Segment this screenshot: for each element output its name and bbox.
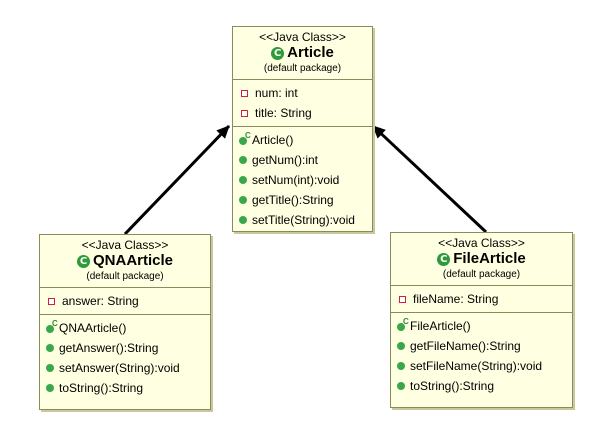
method-row[interactable]: toString():String — [391, 376, 572, 396]
method-label: setNum(int):void — [252, 173, 340, 187]
method-row[interactable]: setFileName(String):void — [391, 356, 572, 376]
stereotype-label: <<Java Class>> — [259, 30, 346, 44]
constructor-icon: C — [397, 317, 409, 332]
method-label: toString():String — [410, 379, 495, 393]
constructor-label: FileArticle() — [410, 319, 471, 333]
class-filearticle[interactable]: <<Java Class>> C FileArticle (default pa… — [390, 232, 573, 408]
method-row[interactable]: toString():String — [40, 378, 210, 398]
method-row[interactable]: getFileName():String — [391, 336, 572, 356]
stereotype-label: <<Java Class>> — [81, 238, 169, 252]
constructor-icon: C — [239, 131, 251, 146]
method-row[interactable]: getAnswer():String — [40, 338, 210, 358]
public-method-icon — [46, 364, 54, 372]
public-method-icon — [397, 342, 405, 350]
attribute-label: fileName: String — [413, 292, 499, 306]
class-c-icon: C — [271, 46, 285, 60]
class-c-icon: C — [76, 254, 90, 268]
stereotype-label: <<Java Class>> — [438, 236, 525, 250]
attributes-section: num: int title: String — [233, 80, 372, 126]
private-field-icon — [241, 89, 248, 97]
class-article[interactable]: <<Java Class>> C Article (default packag… — [232, 26, 373, 232]
private-field-icon — [399, 295, 406, 303]
method-row[interactable]: setAnswer(String):void — [40, 358, 210, 378]
attribute-label: num: int — [255, 86, 298, 100]
method-label: setTitle(String):void — [252, 213, 355, 227]
method-label: toString():String — [59, 381, 144, 395]
attribute-label: title: String — [255, 106, 312, 120]
class-header: <<Java Class>> C Article (default packag… — [233, 27, 372, 80]
method-label: getTitle():String — [252, 193, 334, 207]
constructor-label: QNAArticle() — [59, 321, 127, 335]
public-method-icon — [239, 176, 247, 184]
method-row[interactable]: getNum():int — [233, 150, 372, 170]
method-label: setAnswer(String):void — [59, 361, 180, 375]
public-method-icon — [239, 196, 247, 204]
class-qnaarticle[interactable]: <<Java Class>> C QNAArticle (default pac… — [39, 234, 211, 410]
method-label: getFileName():String — [410, 339, 521, 353]
attribute-row[interactable]: fileName: String — [391, 289, 572, 309]
class-header: <<Java Class>> C FileArticle (default pa… — [391, 233, 572, 286]
attribute-row[interactable]: title: String — [233, 103, 372, 123]
class-name[interactable]: Article — [287, 44, 334, 61]
public-method-icon — [239, 156, 247, 164]
attribute-label: answer: String — [62, 294, 139, 308]
public-method-icon — [397, 382, 405, 390]
method-row[interactable]: setNum(int):void — [233, 170, 372, 190]
method-label: setFileName(String):void — [410, 359, 543, 373]
attribute-row[interactable]: answer: String — [40, 291, 210, 311]
package-label: (default package) — [263, 63, 342, 74]
private-field-icon — [241, 109, 248, 117]
package-label: (default package) — [86, 271, 164, 282]
attributes-section: answer: String — [40, 288, 210, 314]
method-label: getNum():int — [252, 153, 319, 167]
method-row[interactable]: setTitle(String):void — [233, 210, 372, 230]
attribute-row[interactable]: num: int — [233, 83, 372, 103]
private-field-icon — [48, 297, 55, 305]
constructor-label: Article() — [252, 133, 294, 147]
class-name[interactable]: FileArticle — [453, 250, 526, 267]
class-name[interactable]: QNAArticle — [92, 252, 174, 269]
constructor-icon: C — [46, 319, 58, 334]
public-method-icon — [46, 344, 54, 352]
method-label: getAnswer():String — [59, 341, 159, 355]
public-method-icon — [239, 216, 247, 224]
package-label: (default package) — [442, 269, 521, 280]
public-method-icon — [397, 362, 405, 370]
file-inherits-arrow — [371, 124, 488, 234]
qna-inherits-arrow — [123, 124, 231, 236]
method-row[interactable]: getTitle():String — [233, 190, 372, 210]
class-header: <<Java Class>> C QNAArticle (default pac… — [40, 235, 210, 288]
attributes-section: fileName: String — [391, 286, 572, 312]
public-method-icon — [46, 384, 54, 392]
class-c-icon: C — [437, 252, 451, 266]
